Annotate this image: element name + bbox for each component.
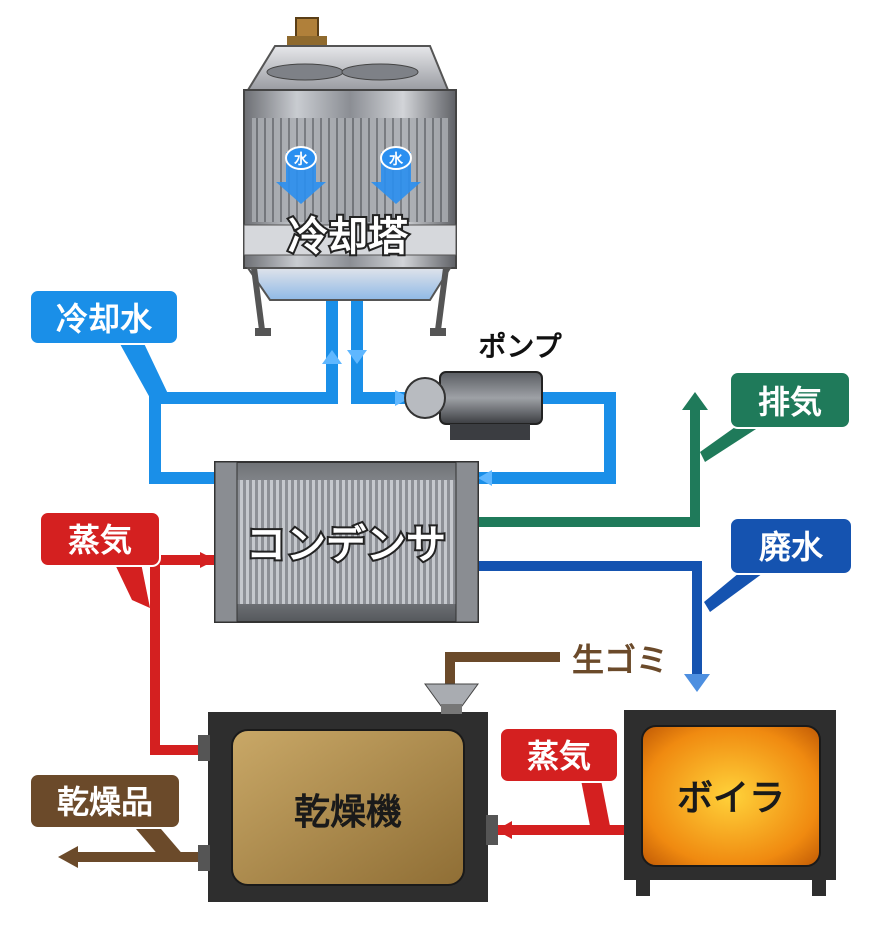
waste-water-arrowhead [684, 674, 710, 692]
exhaust-arrowhead [682, 392, 708, 410]
dried-product-arrowhead [58, 846, 78, 868]
cooling-water-callout: 冷却水 [29, 289, 179, 398]
cooling-water-down-arrowhead [347, 350, 367, 364]
steam-pipe-left [150, 555, 215, 755]
water-label-left: 水 [294, 151, 309, 168]
cooling-water-into-pump-arrowhead [395, 390, 410, 406]
steam-right-callout: 蒸気 [499, 727, 619, 826]
waste-water-label: 廃水 [759, 528, 824, 566]
condenser: コンデンサ [214, 461, 479, 623]
exhaust-callout: 排気 [700, 371, 851, 462]
pump-label: ポンプ [478, 330, 562, 363]
cooling-tower-label: 冷却塔 [288, 214, 409, 260]
cooling-tower: 水 水 冷却塔 [243, 17, 457, 336]
steam-right-label: 蒸気 [527, 737, 591, 775]
cooling-water-up-arrowhead [322, 350, 342, 364]
dryer: 乾燥機 [198, 683, 498, 902]
water-badge-left [285, 146, 317, 170]
water-label-right: 水 [389, 151, 404, 168]
steam-into-condenser-arrowhead [200, 552, 216, 568]
pump: ポンプ [404, 330, 563, 440]
steam-into-dryer-arrowhead [496, 821, 512, 839]
boiler-label: ボイラ [677, 778, 785, 819]
food-waste-callout: 生ゴミ [570, 640, 669, 681]
cooling-water-into-condenser-arrowhead [478, 470, 492, 486]
boiler: ボイラ [624, 710, 836, 896]
exhaust-pipe [478, 408, 700, 527]
cooling-water-label: 冷却水 [56, 300, 153, 338]
dried-product-label: 乾燥品 [57, 783, 153, 821]
exhaust-label: 排気 [758, 383, 822, 421]
waste-water-callout: 廃水 [704, 517, 853, 612]
food-waste-label: 生ゴミ [572, 641, 668, 679]
dried-product-callout: 乾燥品 [29, 773, 185, 857]
waste-water-pipe [478, 561, 702, 676]
steam-left-callout: 蒸気 [39, 511, 161, 608]
condenser-label: コンデンサ [246, 522, 446, 568]
water-badge-right [380, 146, 412, 170]
steam-left-label: 蒸気 [68, 521, 132, 559]
dryer-label: 乾燥機 [294, 792, 402, 833]
food-waste-pipe [445, 652, 560, 686]
